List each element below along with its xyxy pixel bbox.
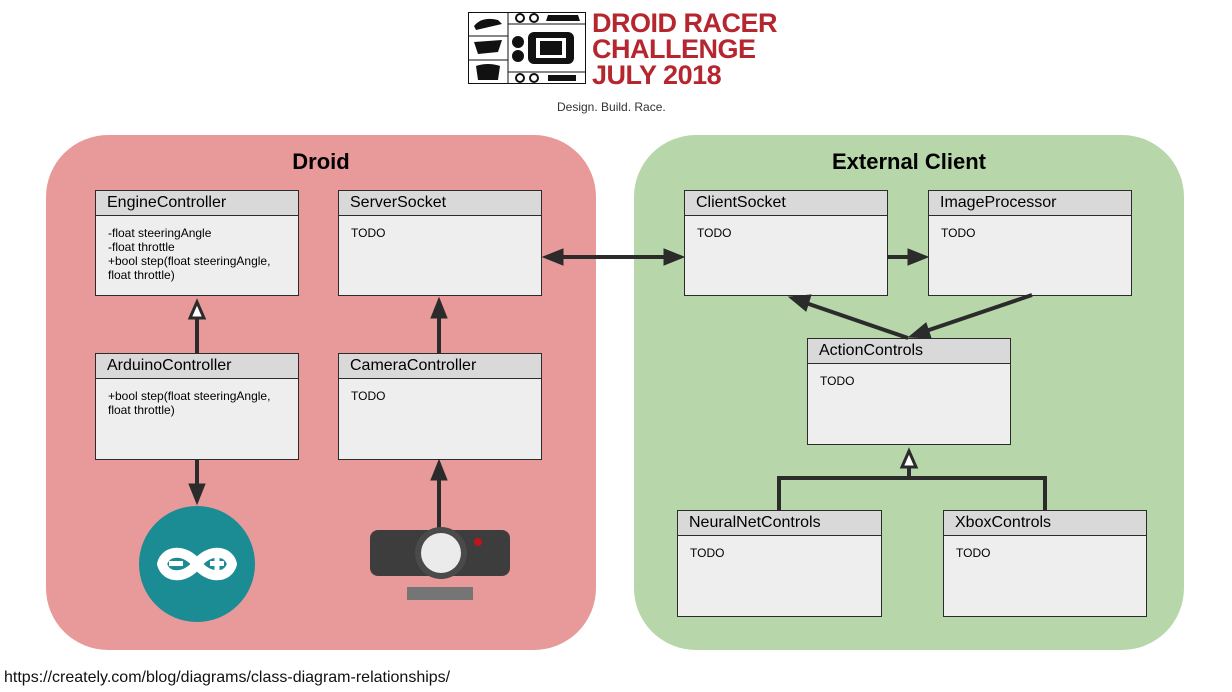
logo-title: DROID RACER CHALLENGE JULY 2018 <box>592 8 778 90</box>
xbox-controls-class: XboxControls TODO <box>943 510 1147 617</box>
arduino-logo-icon <box>138 505 256 623</box>
source-url: https://creately.com/blog/diagrams/class… <box>4 669 451 686</box>
action-controls-class: ActionControls TODO <box>807 338 1011 445</box>
inheritance-arrowhead <box>187 298 207 320</box>
arrowhead <box>907 322 932 339</box>
arrowhead <box>188 483 206 506</box>
class-members: TODO <box>697 226 732 240</box>
droid-racer-logo-image <box>468 12 586 84</box>
arduino-controller-class: ArduinoController +bool step(float steer… <box>95 353 299 460</box>
class-members: TODO <box>690 546 725 560</box>
server-socket-class: ServerSocket TODO <box>338 190 542 296</box>
class-name: EngineController <box>96 191 298 216</box>
class-name: ImageProcessor <box>929 191 1131 216</box>
inheritance-arrowhead <box>899 447 919 469</box>
class-name: CameraController <box>339 354 541 379</box>
camera-controller-class: CameraController TODO <box>338 353 542 460</box>
xbox-to-action-edge <box>909 476 1047 510</box>
webcam-icon <box>370 527 510 601</box>
class-members: +bool step(float steeringAngle, float th… <box>108 389 271 417</box>
arrowhead <box>430 296 448 319</box>
neural-to-action-edge <box>777 468 911 510</box>
class-name: ClientSocket <box>685 191 887 216</box>
logo-title-line: CHALLENGE <box>592 34 756 64</box>
action-to-client-edge <box>805 301 909 340</box>
class-name: XboxControls <box>944 511 1146 536</box>
external-client-group-title: External Client <box>831 149 987 174</box>
class-name: ArduinoController <box>96 354 298 379</box>
arrowhead <box>541 248 564 266</box>
class-members: TODO <box>956 546 991 560</box>
arrowhead <box>787 294 812 312</box>
class-members: TODO <box>820 374 855 388</box>
class-members: TODO <box>351 389 386 403</box>
client-socket-class: ClientSocket TODO <box>684 190 888 296</box>
logo-title-line: DROID RACER <box>592 8 778 38</box>
engine-controller-class: EngineController -float steeringAngle -f… <box>95 190 299 296</box>
class-name: NeuralNetControls <box>678 511 881 536</box>
tagline: Design. Build. Race. <box>557 100 666 114</box>
arrowhead <box>907 248 930 266</box>
logo-title-line: JULY 2018 <box>592 60 722 90</box>
arrowhead <box>663 248 686 266</box>
neural-net-controls-class: NeuralNetControls TODO <box>677 510 882 617</box>
class-name: ServerSocket <box>339 191 541 216</box>
class-members: TODO <box>351 226 386 240</box>
arrowhead <box>430 458 448 481</box>
class-members: -float steeringAngle -float throttle +bo… <box>108 226 271 282</box>
class-name: ActionControls <box>808 339 1010 364</box>
image-to-action-edge <box>925 293 1033 333</box>
class-members: TODO <box>941 226 976 240</box>
droid-group-title: Droid <box>292 149 350 174</box>
image-processor-class: ImageProcessor TODO <box>928 190 1132 296</box>
